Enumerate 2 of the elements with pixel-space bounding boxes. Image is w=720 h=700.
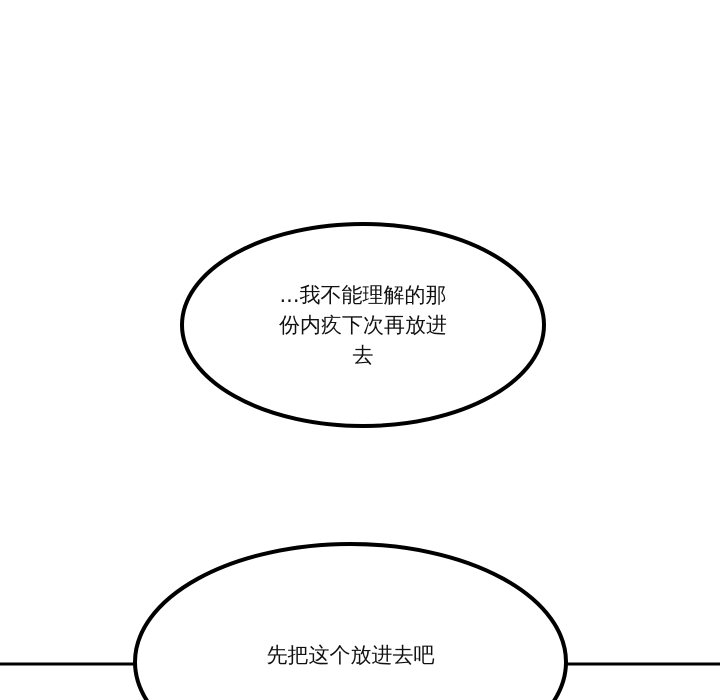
speech-text: 先把这个放进去吧: [266, 642, 436, 669]
speech-text: ...我不能理解的那份内疚下次再放进去: [278, 282, 448, 369]
